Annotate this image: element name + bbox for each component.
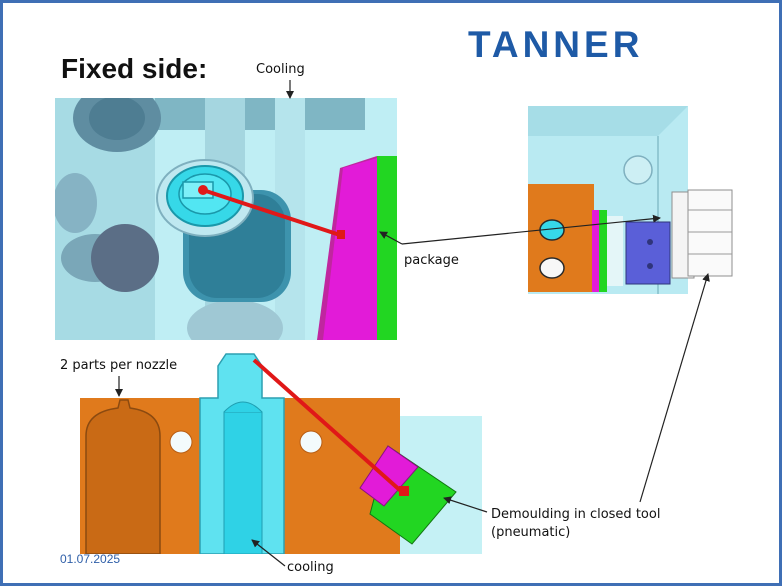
fixed-side-cad-view xyxy=(55,98,397,340)
tanner-logo: TANNER xyxy=(468,24,644,65)
slide-date: 01.07.2025 xyxy=(60,552,121,566)
label-demoulding: Demoulding in closed tool xyxy=(491,507,661,522)
tool-overview-cad-view xyxy=(528,106,733,294)
label-cooling-bottom: cooling xyxy=(287,560,334,575)
label-parts-per-nozzle: 2 parts per nozzle xyxy=(60,358,178,373)
label-cooling-top: Cooling xyxy=(256,62,305,77)
nozzle-section-view xyxy=(80,353,482,554)
label-package: package xyxy=(404,253,459,268)
slide-title: Fixed side: xyxy=(61,53,208,84)
label-pneumatic: (pneumatic) xyxy=(491,525,571,540)
